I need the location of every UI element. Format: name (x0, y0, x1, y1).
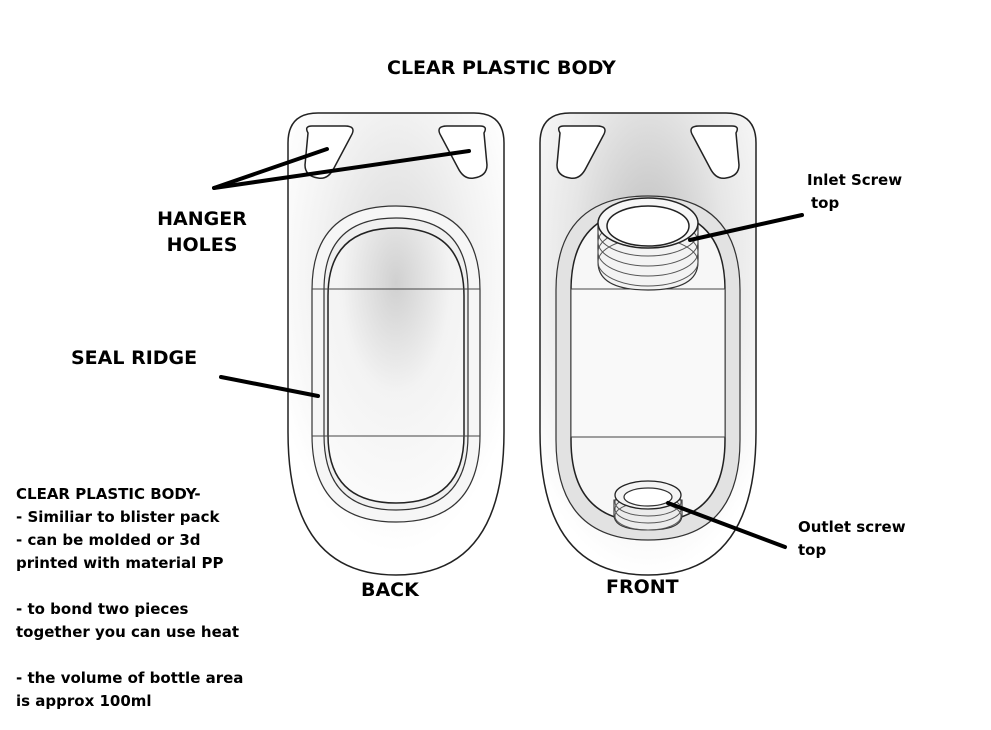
back-bottle-cavity (327, 227, 465, 504)
leader-inlet (688, 213, 804, 242)
seal-ridge-label: SEAL RIDGE (71, 347, 198, 369)
back-piece (287, 112, 505, 576)
outlet-screw-label-line1: Outlet screw (798, 518, 906, 536)
leader-seal-ridge (219, 375, 320, 398)
front-hanger-hole-right (690, 125, 740, 180)
leader-hanger-left (212, 147, 329, 190)
hanger-holes-label: HANGER HOLES (152, 206, 252, 258)
note-line: - to bond two pieces (16, 600, 189, 618)
note-line: - can be molded or 3d (16, 531, 201, 549)
note-line: together you can use heat (16, 623, 240, 641)
note-line: - Similiar to blister pack (16, 508, 220, 526)
hanger-holes-label-line2: HOLES (166, 234, 238, 256)
note-line: - the volume of bottle area (16, 669, 244, 687)
leader-hanger-right (212, 149, 471, 190)
back-label: BACK (361, 579, 419, 601)
inlet-screw-top (597, 197, 699, 291)
outlet-screw-label: Outlet screw top (798, 516, 906, 562)
note-line: printed with material PP (16, 554, 224, 572)
note-line (16, 575, 243, 598)
note-line (16, 644, 243, 667)
note-line: is approx 100ml (16, 692, 152, 710)
notes-block: CLEAR PLASTIC BODY- - Similiar to bliste… (16, 483, 243, 713)
inlet-screw-label: Inlet Screw top (807, 169, 902, 215)
note-line: CLEAR PLASTIC BODY- (16, 485, 201, 503)
outlet-screw-top (613, 480, 683, 531)
front-label: FRONT (606, 576, 679, 598)
leader-lines (212, 147, 804, 549)
inlet-screw-label-line1: Inlet Screw (807, 171, 903, 189)
leader-outlet (666, 501, 787, 549)
inlet-screw-label-line2: top (811, 194, 840, 212)
hanger-holes-label-line1: HANGER (157, 208, 247, 230)
front-piece (539, 112, 757, 576)
front-hanger-hole-left (556, 125, 606, 180)
front-label-panel (570, 288, 726, 438)
page-title: CLEAR PLASTIC BODY (387, 57, 616, 79)
outlet-screw-label-line2: top (798, 541, 827, 559)
